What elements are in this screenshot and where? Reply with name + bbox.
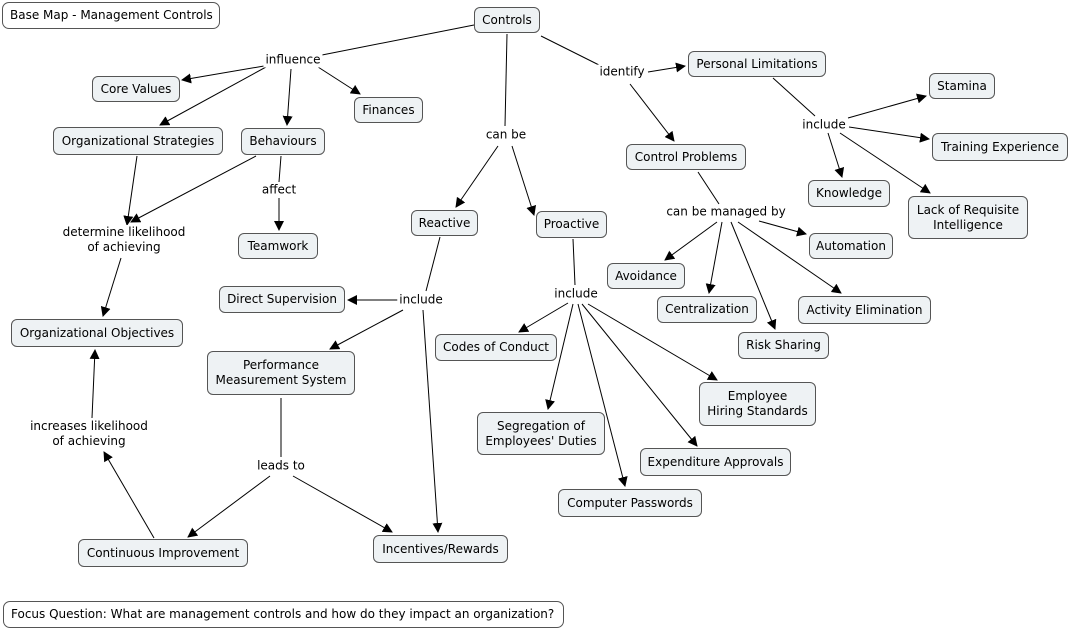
link-leads-to: leads to (255, 458, 307, 474)
link-include-proactive: include (552, 286, 600, 302)
concept-teamwork[interactable]: Teamwork (238, 233, 318, 259)
edge-include-to-lack-intelligence (839, 132, 931, 194)
concept-codes-of-conduct[interactable]: Codes of Conduct (435, 334, 557, 361)
link-influence: influence (263, 52, 323, 68)
concept-controls[interactable]: Controls (474, 7, 540, 33)
concept-activity-elimination[interactable]: Activity Elimination (798, 296, 931, 324)
concept-employee-hiring-standards[interactable]: Employee Hiring Standards (699, 382, 816, 426)
concept-reactive[interactable]: Reactive (411, 210, 478, 236)
concept-core-values[interactable]: Core Values (92, 76, 180, 102)
concept-avoidance[interactable]: Avoidance (607, 263, 685, 289)
concept-automation[interactable]: Automation (809, 233, 893, 259)
concept-expenditure-approvals[interactable]: Expenditure Approvals (640, 448, 791, 476)
edge-include-to-codes (518, 302, 569, 333)
edge-can-be-to-proactive (511, 145, 537, 216)
edge-include-to-knowledge (827, 132, 845, 178)
edge-org-strategies-to-determine (123, 155, 138, 226)
concept-knowledge[interactable]: Knowledge (808, 180, 890, 207)
concept-incentives-rewards[interactable]: Incentives/Rewards (373, 535, 508, 563)
edge-continuous-to-increases (103, 451, 155, 539)
focus-question: Focus Question: What are management cont… (3, 601, 564, 628)
concept-training-experience[interactable]: Training Experience (932, 133, 1068, 161)
link-determine-likelihood: determine likelihood of achieving (60, 225, 188, 255)
concept-risk-sharing[interactable]: Risk Sharing (738, 332, 829, 359)
edge-include-to-segregation (545, 303, 574, 410)
edge-reactive-to-include (425, 236, 441, 292)
edge-include-to-performance (329, 309, 404, 350)
link-include-limitations: include (800, 117, 848, 133)
link-identify: identify (597, 64, 647, 80)
edge-proactive-to-include (572, 238, 576, 286)
edge-include-to-hiring (587, 303, 718, 381)
concept-finances[interactable]: Finances (354, 97, 423, 123)
edge-increases-to-org-objectives (89, 349, 100, 419)
edge-influence-to-core-values (181, 65, 265, 84)
concept-segregation-of-duties[interactable]: Segregation of Employees' Duties (477, 412, 605, 455)
edge-managed-to-centralization (705, 221, 723, 294)
edge-managed-to-activity-elimination (737, 221, 842, 294)
edge-include-to-stamina (847, 93, 927, 119)
edge-include-to-training (848, 126, 930, 143)
edge-controls-to-influence (321, 24, 475, 56)
edge-leads-to-incentives (292, 475, 393, 533)
concept-organizational-objectives[interactable]: Organizational Objectives (11, 319, 183, 347)
edge-influence-to-behaviours (282, 68, 293, 126)
edge-influence-to-org-strategies (159, 66, 267, 126)
edge-can-be-to-reactive (455, 145, 499, 208)
concept-centralization[interactable]: Centralization (657, 296, 757, 323)
link-affect: affect (259, 182, 299, 198)
edge-limitations-to-include (772, 77, 816, 117)
edge-influence-to-finances (317, 66, 361, 95)
edge-managed-to-avoidance (664, 221, 718, 261)
concept-lack-of-requisite-intelligence[interactable]: Lack of Requisite Intelligence (908, 196, 1028, 239)
map-title: Base Map - Management Controls (2, 2, 220, 29)
edge-behaviours-to-affect (278, 155, 282, 183)
concept-performance-measurement-system[interactable]: Performance Measurement System (207, 351, 355, 395)
edge-include-to-passwords (577, 303, 628, 487)
edge-include-to-incentives (422, 309, 443, 533)
concept-continuous-improvement[interactable]: Continuous Improvement (78, 539, 248, 567)
edge-identify-to-personal-limitations (647, 62, 686, 73)
edge-identify-to-control-problems (629, 83, 675, 142)
link-can-be: can be (483, 127, 529, 143)
concept-control-problems[interactable]: Control Problems (626, 144, 746, 170)
edge-include-to-expenditure (581, 303, 698, 447)
link-can-be-managed-by: can be managed by (664, 204, 788, 220)
link-include-reactive: include (397, 292, 445, 308)
concept-direct-supervision[interactable]: Direct Supervision (219, 286, 345, 313)
concept-stamina[interactable]: Stamina (929, 73, 995, 99)
edge-managed-to-risk-sharing (730, 221, 777, 330)
concept-personal-limitations[interactable]: Personal Limitations (688, 51, 826, 77)
edge-controls-to-can-be (504, 33, 508, 127)
edge-managed-to-automation (758, 220, 807, 237)
link-increases-likelihood: increases likelihood of achieving (28, 419, 150, 449)
concept-proactive[interactable]: Proactive (536, 211, 607, 238)
concept-organizational-strategies[interactable]: Organizational Strategies (53, 127, 223, 155)
edge-control-problems-to-managed (697, 171, 720, 205)
edge-leads-to-continuous (187, 475, 271, 538)
edge-controls-to-identify (540, 35, 604, 68)
concept-behaviours[interactable]: Behaviours (241, 128, 325, 155)
concept-computer-passwords[interactable]: Computer Passwords (558, 489, 702, 517)
edge-behaviours-to-determine (130, 155, 257, 223)
edge-determine-to-org-objectives (100, 257, 122, 317)
